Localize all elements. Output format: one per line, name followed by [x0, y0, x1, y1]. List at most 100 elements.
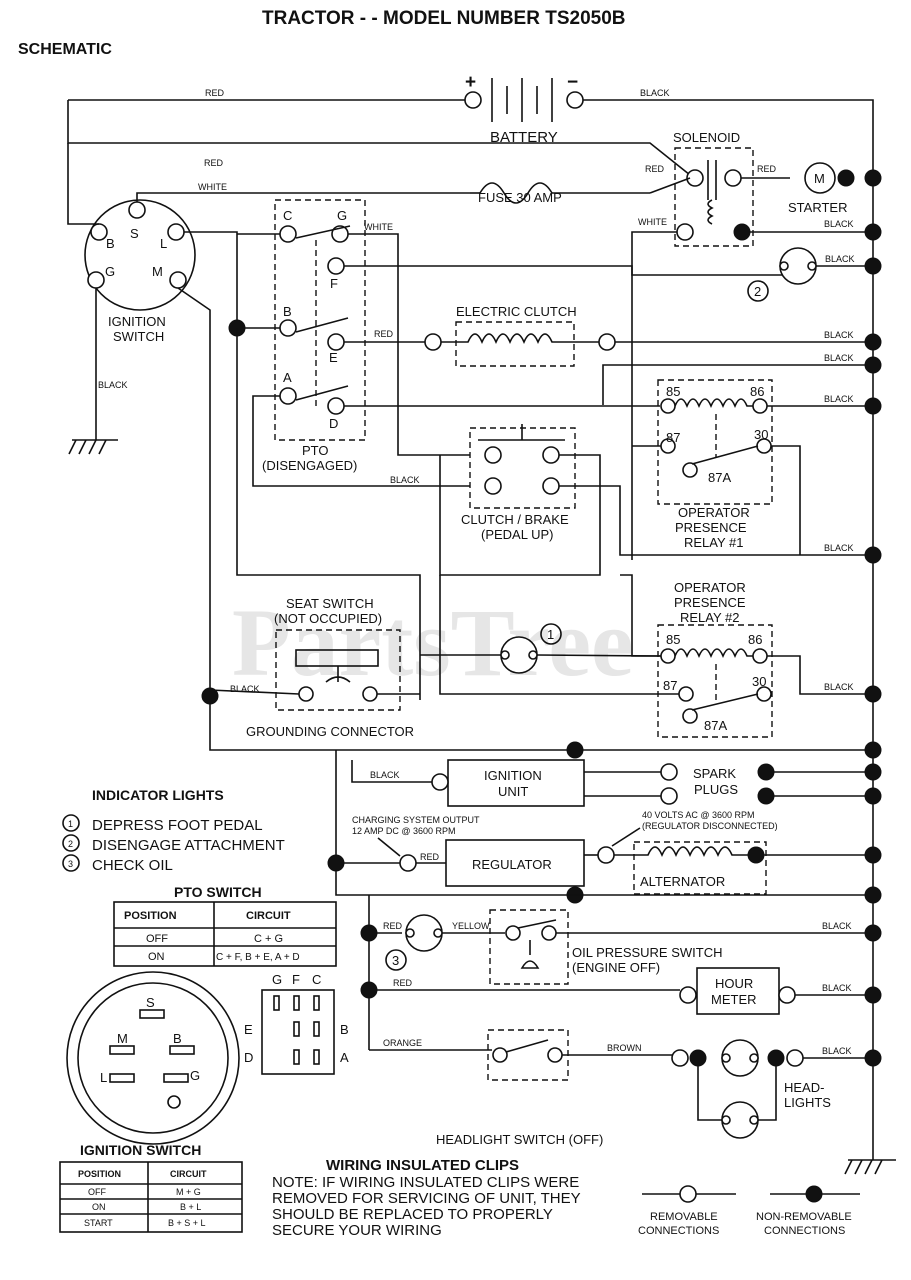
svg-text:RED: RED [393, 978, 413, 988]
indicator-lamp-2: 2 BLACK [747, 247, 882, 302]
svg-text:87: 87 [666, 430, 680, 445]
svg-text:SPARK: SPARK [693, 766, 736, 781]
svg-text:87A: 87A [708, 470, 731, 485]
svg-text:BLACK: BLACK [822, 1046, 852, 1056]
svg-text:SWITCH: SWITCH [113, 329, 164, 344]
svg-text:BLACK: BLACK [824, 394, 854, 404]
svg-text:INDICATOR LIGHTS: INDICATOR LIGHTS [92, 787, 224, 803]
svg-text:ELECTRIC CLUTCH: ELECTRIC CLUTCH [456, 304, 577, 319]
svg-text:CHARGING SYSTEM OUTPUT: CHARGING SYSTEM OUTPUT [352, 815, 480, 825]
svg-text:CIRCUIT: CIRCUIT [170, 1169, 207, 1179]
svg-text:G: G [105, 264, 115, 279]
svg-text:LIGHTS: LIGHTS [784, 1095, 831, 1110]
pto-g-white-wire [348, 233, 470, 456]
svg-text:BLACK: BLACK [824, 219, 854, 229]
svg-text:B + L: B + L [180, 1202, 201, 1212]
engine-harness [209, 704, 873, 751]
svg-text:START: START [84, 1218, 113, 1228]
removable-connection-symbol [679, 1185, 697, 1203]
svg-text:E: E [244, 1022, 253, 1037]
svg-text:86: 86 [748, 632, 762, 647]
page-title: TRACTOR - - MODEL NUMBER TS2050B [262, 8, 626, 29]
svg-text:HEADLIGHT SWITCH (OFF): HEADLIGHT SWITCH (OFF) [436, 1132, 603, 1147]
svg-text:BLACK: BLACK [824, 353, 854, 363]
chassis-ground-symbol [844, 1159, 896, 1175]
svg-text:OIL PRESSURE SWITCH: OIL PRESSURE SWITCH [572, 945, 722, 960]
solenoid-white-wire [631, 231, 677, 560]
svg-text:BLACK: BLACK [825, 254, 855, 264]
svg-text:PLUGS: PLUGS [694, 782, 738, 797]
svg-text:30: 30 [754, 427, 768, 442]
svg-text:POSITION: POSITION [78, 1169, 121, 1179]
svg-text:86: 86 [750, 384, 764, 399]
svg-text:G: G [272, 972, 282, 987]
svg-text:(DISENGAGED): (DISENGAGED) [262, 458, 357, 473]
svg-text:RED: RED [757, 164, 777, 174]
svg-text:(ENGINE OFF): (ENGINE OFF) [572, 960, 660, 975]
page-subtitle: SCHEMATIC [18, 41, 112, 58]
red-wire-to-solenoid [67, 100, 691, 176]
svg-text:IGNITION SWITCH: IGNITION SWITCH [80, 1142, 201, 1158]
note-line-4: SECURE YOUR WIRING [272, 1222, 442, 1239]
svg-text:(PEDAL UP): (PEDAL UP) [481, 527, 553, 542]
svg-text:B: B [106, 236, 115, 251]
svg-text:ON: ON [148, 951, 165, 963]
note-line-1: NOTE: IF WIRING INSULATED CLIPS WERE [272, 1174, 579, 1191]
indicator-lamp-1: 1 [420, 623, 662, 674]
svg-text:RED: RED [205, 88, 225, 98]
svg-text:BLACK: BLACK [370, 770, 400, 780]
seat-switch-feed [236, 328, 421, 700]
svg-text:PRESENCE: PRESENCE [674, 595, 746, 610]
hour-meter: RED HOUR METER BLACK [377, 967, 882, 1015]
svg-text:D: D [244, 1050, 253, 1065]
svg-text:REGULATOR: REGULATOR [472, 857, 552, 872]
electric-clutch: ELECTRIC CLUTCH BLACK BLACK [424, 304, 882, 405]
battery-minus: − [567, 72, 578, 93]
ignition-switch-table: IGNITION SWITCH POSITION CIRCUIT OFF M +… [59, 1142, 243, 1233]
svg-text:BLACK: BLACK [640, 88, 670, 98]
svg-text:HEAD-: HEAD- [784, 1080, 824, 1095]
svg-text:REMOVABLE: REMOVABLE [650, 1211, 718, 1223]
svg-text:BLACK: BLACK [824, 330, 854, 340]
fuse: FUSE 30 AMP [470, 182, 650, 205]
svg-text:BROWN: BROWN [607, 1043, 642, 1053]
charging-system: CHARGING SYSTEM OUTPUT 12 AMP DC @ 3600 … [327, 750, 882, 904]
svg-text:OFF: OFF [146, 933, 168, 945]
svg-text:(NOT OCCUPIED): (NOT OCCUPIED) [274, 611, 382, 626]
svg-text:2: 2 [754, 284, 761, 299]
svg-text:L: L [100, 1070, 107, 1085]
svg-text:1: 1 [547, 627, 554, 642]
svg-text:RED: RED [645, 164, 665, 174]
svg-text:B: B [340, 1022, 349, 1037]
svg-text:L: L [160, 236, 167, 251]
svg-text:UNIT: UNIT [498, 784, 528, 799]
svg-text:HOUR: HOUR [715, 976, 753, 991]
svg-text:BLACK: BLACK [98, 380, 128, 390]
ignition-switch: S B L G M IGNITION SWITCH BLACK RED WHIT… [67, 143, 470, 690]
battery-plus: + [465, 72, 476, 93]
svg-text:POSITION: POSITION [124, 910, 177, 922]
ignition-unit: IGNITION UNIT BLACK SPARK PLUGS [351, 759, 882, 807]
svg-text:PTO: PTO [302, 443, 329, 458]
svg-text:A: A [340, 1050, 349, 1065]
svg-text:(REGULATOR DISCONNECTED): (REGULATOR DISCONNECTED) [642, 821, 778, 831]
svg-text:ORANGE: ORANGE [383, 1038, 422, 1048]
svg-text:3: 3 [392, 953, 399, 968]
svg-text:OFF: OFF [88, 1187, 106, 1197]
svg-text:METER: METER [711, 992, 757, 1007]
seat-switch: SEAT SWITCH (NOT OCCUPIED) GROUNDING CON… [201, 596, 420, 739]
svg-text:M: M [152, 264, 163, 279]
svg-text:RED: RED [420, 852, 440, 862]
pto-switch-table: PTO SWITCH POSITION CIRCUIT OFF C + G ON… [113, 884, 337, 967]
svg-text:D: D [329, 416, 338, 431]
svg-text:F: F [330, 276, 338, 291]
svg-text:C + G: C + G [254, 933, 283, 945]
ignition-connector-drawing: S M B L G [66, 971, 240, 1145]
note-line-2: REMOVED FOR SERVICING OF UNIT, THEY [272, 1190, 581, 1207]
svg-text:CHECK OIL: CHECK OIL [92, 857, 173, 874]
ign-m-wire [177, 287, 211, 690]
battery-black-wire [583, 99, 874, 180]
svg-text:G: G [190, 1068, 200, 1083]
svg-text:B: B [283, 304, 292, 319]
